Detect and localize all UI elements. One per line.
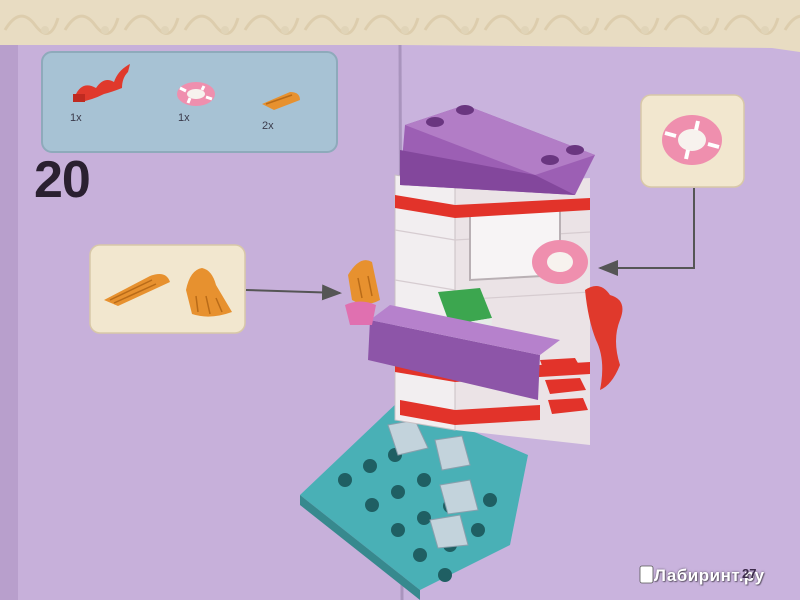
flippers-callout-box [89,244,246,334]
red-seaweed-part-icon [73,64,130,102]
page-number: 27 [742,566,757,581]
step-number: 20 [34,151,91,209]
flipper-icon [186,268,232,317]
lego-model [300,105,623,600]
part-qty-flippers: 2x [262,120,274,132]
life-ring-icon [662,115,722,165]
part-qty-life-ring: 1x [178,112,190,124]
part-qty-seaweed: 1x [70,112,82,124]
flipper-part-icon [262,92,300,110]
callout-arrow-left [245,284,342,301]
life-ring-part-icon [177,82,215,106]
watermark-logo-icon [639,565,654,584]
watermark-text: Лабиринт.ру [654,566,765,585]
callout-arrow-right [598,188,695,276]
flipper-icon [104,274,170,306]
